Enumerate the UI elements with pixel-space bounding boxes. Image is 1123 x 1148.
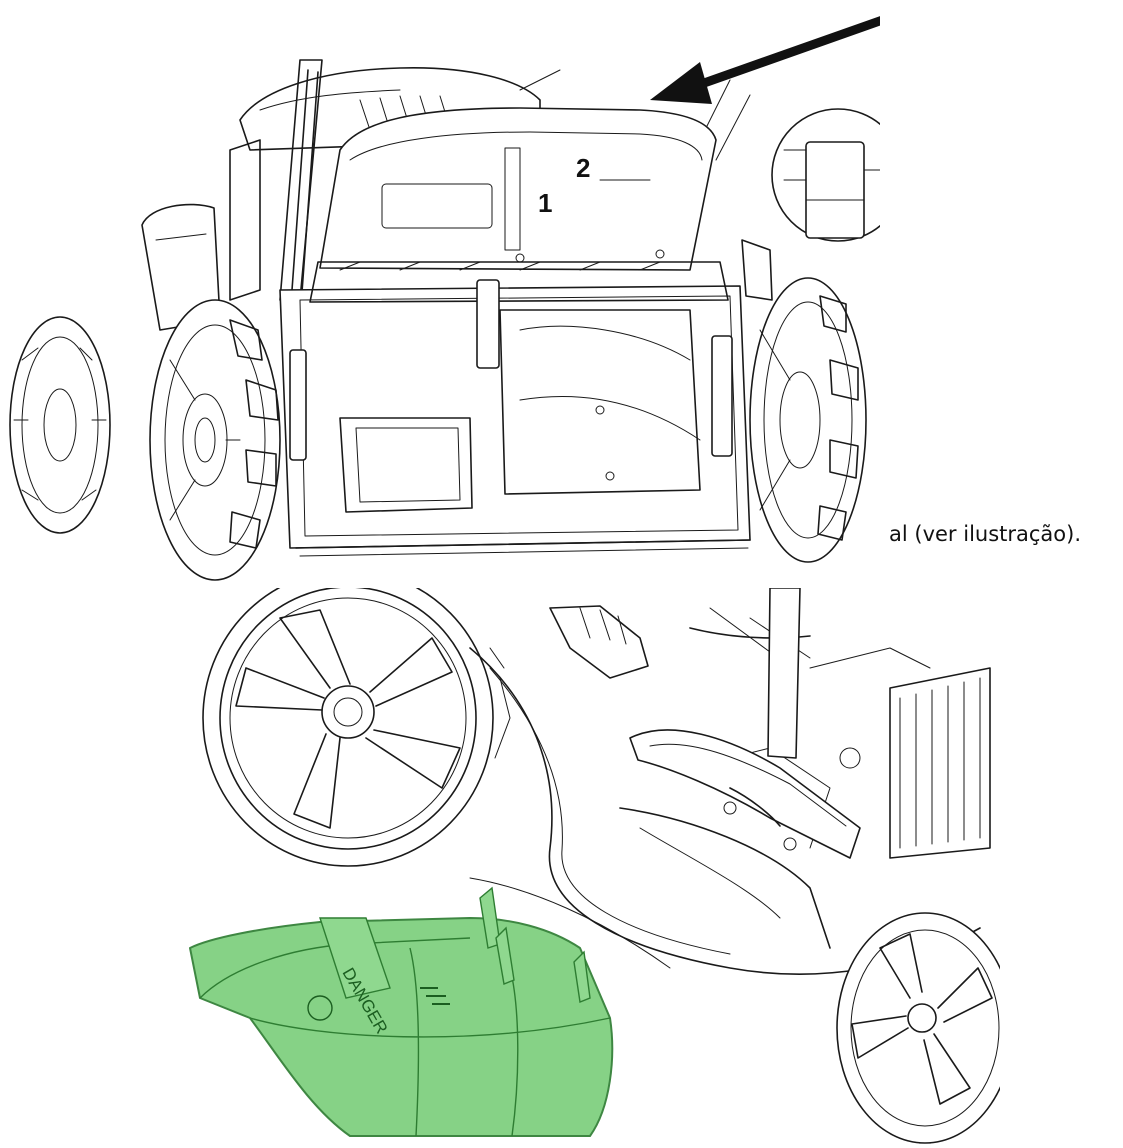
front-wheel [836, 912, 1000, 1144]
engine-fins [809, 647, 991, 859]
callout-number-2: 2 [576, 153, 591, 183]
front-left-wheel [149, 299, 281, 581]
rear-left-wheel [9, 316, 111, 534]
engine-side-block [141, 203, 221, 331]
engine-housing [229, 67, 541, 301]
mower-underside-illustration: DANGER [170, 588, 1000, 1148]
mower-rear-illustration [0, 0, 880, 590]
caption-text: al (ver ilustração). [889, 522, 1082, 546]
rear-latch-bracket [629, 729, 861, 859]
direction-arrow-icon [650, 16, 880, 104]
large-rear-wheel [202, 588, 511, 867]
mower-deck [279, 261, 751, 557]
deflector-cover: DANGER [189, 886, 614, 1137]
right-wheel [741, 239, 867, 563]
rear-flap [319, 107, 717, 271]
magnified-detail-icon [771, 108, 880, 242]
callout-number-1: 1 [538, 188, 553, 218]
handle-cable [549, 588, 811, 759]
